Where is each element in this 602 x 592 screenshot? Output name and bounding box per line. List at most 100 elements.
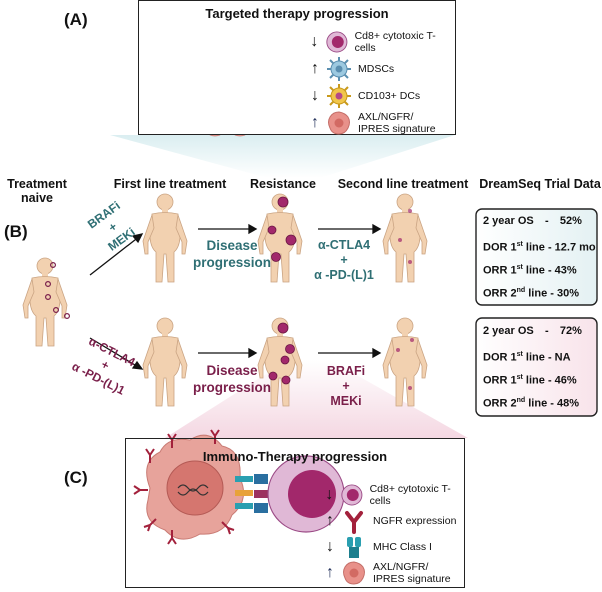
stat-label: ORR 2 bbox=[483, 397, 517, 410]
stat-value: 46% bbox=[554, 374, 577, 387]
up-arrow-icon: ↑ bbox=[311, 59, 319, 77]
drug-plus: + bbox=[342, 379, 350, 393]
legend-c-mhc-text: MHC Class I bbox=[373, 541, 432, 553]
stats-bottom-bg bbox=[475, 317, 598, 417]
drug-line: BRAFi bbox=[326, 364, 366, 378]
stat-sep: - bbox=[547, 241, 552, 254]
down-arrow-icon: ↓ bbox=[325, 486, 334, 503]
legend-a-mdsc-text: MDSCs bbox=[358, 62, 395, 75]
stats-row: ORR 2nd line - 30% bbox=[477, 279, 596, 302]
progression-line: progression bbox=[192, 380, 271, 395]
stat-sep: - bbox=[547, 374, 552, 387]
stat-value: 52% bbox=[559, 215, 582, 227]
stat-label-rest: line bbox=[522, 351, 545, 364]
panel-c-label: (C) bbox=[64, 468, 88, 487]
stats-row: 2 year OS - 52% bbox=[477, 210, 596, 233]
tumor-cell-icon bbox=[328, 110, 350, 135]
stat-sep: - bbox=[550, 397, 554, 410]
stat-label-rest: line bbox=[525, 287, 548, 300]
down-arrow-icon: ↓ bbox=[326, 538, 334, 555]
up-arrow-icon: ↑ bbox=[311, 113, 319, 131]
stat-sup: st bbox=[516, 351, 523, 358]
immune-synapse-illustration bbox=[133, 429, 345, 545]
legend-c-tumor-text: AXL/NGFR/ IPRES signature bbox=[373, 561, 451, 585]
arrow-naive-to-top bbox=[89, 235, 141, 276]
legend-c-mhc: ↓ MHC Class I bbox=[323, 534, 463, 560]
stat-label: ORR 2 bbox=[483, 287, 517, 300]
stat-sup: st bbox=[516, 241, 523, 248]
stat-sup: nd bbox=[516, 397, 526, 404]
column-header-second-line: Second line treatment bbox=[337, 177, 469, 191]
panel-c-legend: ↓ Cd8+ cytotoxic T-cells ↑ NGFR expressi… bbox=[323, 482, 463, 586]
column-header-first-line: First line treatment bbox=[113, 177, 227, 191]
stat-label-rest: line bbox=[522, 374, 545, 387]
stats-row: 2 year OS - 72% bbox=[477, 320, 596, 343]
legend-c-tumor: ↑ AXL/NGFR/ IPRES signature bbox=[323, 560, 463, 586]
panel-c-title: Immuno-Therapy progression bbox=[202, 449, 388, 464]
mhc-class-i-icon bbox=[347, 537, 361, 558]
stat-sup: st bbox=[516, 264, 523, 271]
stat-value: 12.7 mo bbox=[554, 241, 596, 254]
patient-bottom-second-line-body bbox=[382, 317, 428, 407]
bottom-disease-progression: Disease progression bbox=[192, 362, 272, 396]
legend-a-tumor-text: AXL/NGFR/ IPRES signature bbox=[358, 110, 436, 135]
down-arrow-icon: ↓ bbox=[311, 86, 319, 104]
progression-line: Disease bbox=[206, 363, 258, 378]
stat-label: ORR 1 bbox=[483, 264, 517, 277]
panel-b-label: (B) bbox=[4, 222, 28, 241]
stat-value: 30% bbox=[557, 287, 580, 300]
stats-table-top: 2 year OS - 52% DOR 1st line - 12.7 mo O… bbox=[477, 210, 596, 302]
stat-label: 2 year OS bbox=[483, 325, 534, 337]
arrow-naive-to-bottom bbox=[89, 337, 141, 369]
stat-sep: - bbox=[547, 264, 552, 277]
cd103-dc-icon bbox=[327, 83, 351, 108]
mdsc-icon bbox=[327, 56, 351, 81]
legend-a-mdsc: ↑ MDSCs bbox=[308, 55, 448, 82]
ngfr-receptor-icon bbox=[345, 511, 363, 534]
top-second-line-drug: α-CTLA4 + α -PD-(L)1 bbox=[303, 238, 385, 283]
column-header-naive: Treatment naive bbox=[7, 177, 67, 205]
panel-a-legend: ↓ Cd8+ cytotoxic T-cells ↑ MDSCs ↓ CD103… bbox=[308, 28, 448, 136]
drug-line: α -PD-(L)1 bbox=[314, 268, 374, 282]
down-arrow-icon: ↓ bbox=[310, 32, 319, 50]
progression-line: progression bbox=[192, 255, 271, 270]
column-header-resistance: Resistance bbox=[249, 177, 316, 191]
stat-value: 72% bbox=[559, 325, 582, 337]
tumor-cell-icon bbox=[343, 561, 365, 585]
panel-a-label: (A) bbox=[64, 10, 88, 29]
stat-sup: nd bbox=[516, 287, 526, 294]
bottom-second-line-drug: BRAFi + MEKi bbox=[318, 364, 374, 409]
drug-line: MEKi bbox=[330, 394, 362, 408]
legend-a-cd8: ↓ Cd8+ cytotoxic T-cells bbox=[308, 28, 448, 55]
panel-c-box: Immuno-Therapy progression bbox=[125, 438, 465, 588]
stat-sep: - bbox=[550, 287, 554, 300]
stats-row: DOR 1st line - 12.7 mo bbox=[477, 233, 596, 256]
patient-naive-body bbox=[22, 257, 68, 347]
panel-c-funnel bbox=[165, 360, 468, 438]
legend-c-ngfr-text: NGFR expression bbox=[373, 515, 457, 527]
progression-line: Disease bbox=[206, 238, 258, 253]
stat-label: DOR 1 bbox=[483, 351, 517, 364]
panel-a-title: Targeted therapy progression bbox=[205, 6, 389, 21]
legend-c-cd8: ↓ Cd8+ cytotoxic T-cells bbox=[323, 482, 463, 508]
stat-sep: - bbox=[544, 325, 549, 337]
stat-value: 43% bbox=[554, 264, 577, 277]
stat-sep: - bbox=[544, 215, 549, 227]
stat-label: 2 year OS bbox=[483, 215, 534, 227]
panel-a-box: Targeted therapy progression bbox=[138, 0, 456, 135]
panel-a-funnel bbox=[110, 135, 455, 178]
stat-label: DOR 1 bbox=[483, 241, 517, 254]
column-header-trial-data: DreamSeq Trial Data bbox=[479, 177, 601, 191]
top-disease-progression: Disease progression bbox=[192, 237, 272, 271]
stats-row: ORR 2nd line - 48% bbox=[477, 389, 596, 412]
stats-table-bottom: 2 year OS - 72% DOR 1st line - NA ORR 1s… bbox=[477, 320, 596, 412]
drug-line: α-CTLA4 bbox=[317, 238, 371, 252]
stat-value: NA bbox=[554, 351, 571, 364]
drug-plus: + bbox=[340, 253, 348, 267]
legend-a-dc: ↓ CD103+ DCs bbox=[308, 82, 448, 109]
legend-c-ngfr: ↑ NGFR expression bbox=[323, 508, 463, 534]
patient-top-second-line-body bbox=[382, 193, 428, 283]
stats-row: ORR 1st line - 43% bbox=[477, 256, 596, 279]
up-arrow-icon: ↑ bbox=[326, 512, 334, 529]
legend-a-dc-text: CD103+ DCs bbox=[358, 89, 421, 102]
